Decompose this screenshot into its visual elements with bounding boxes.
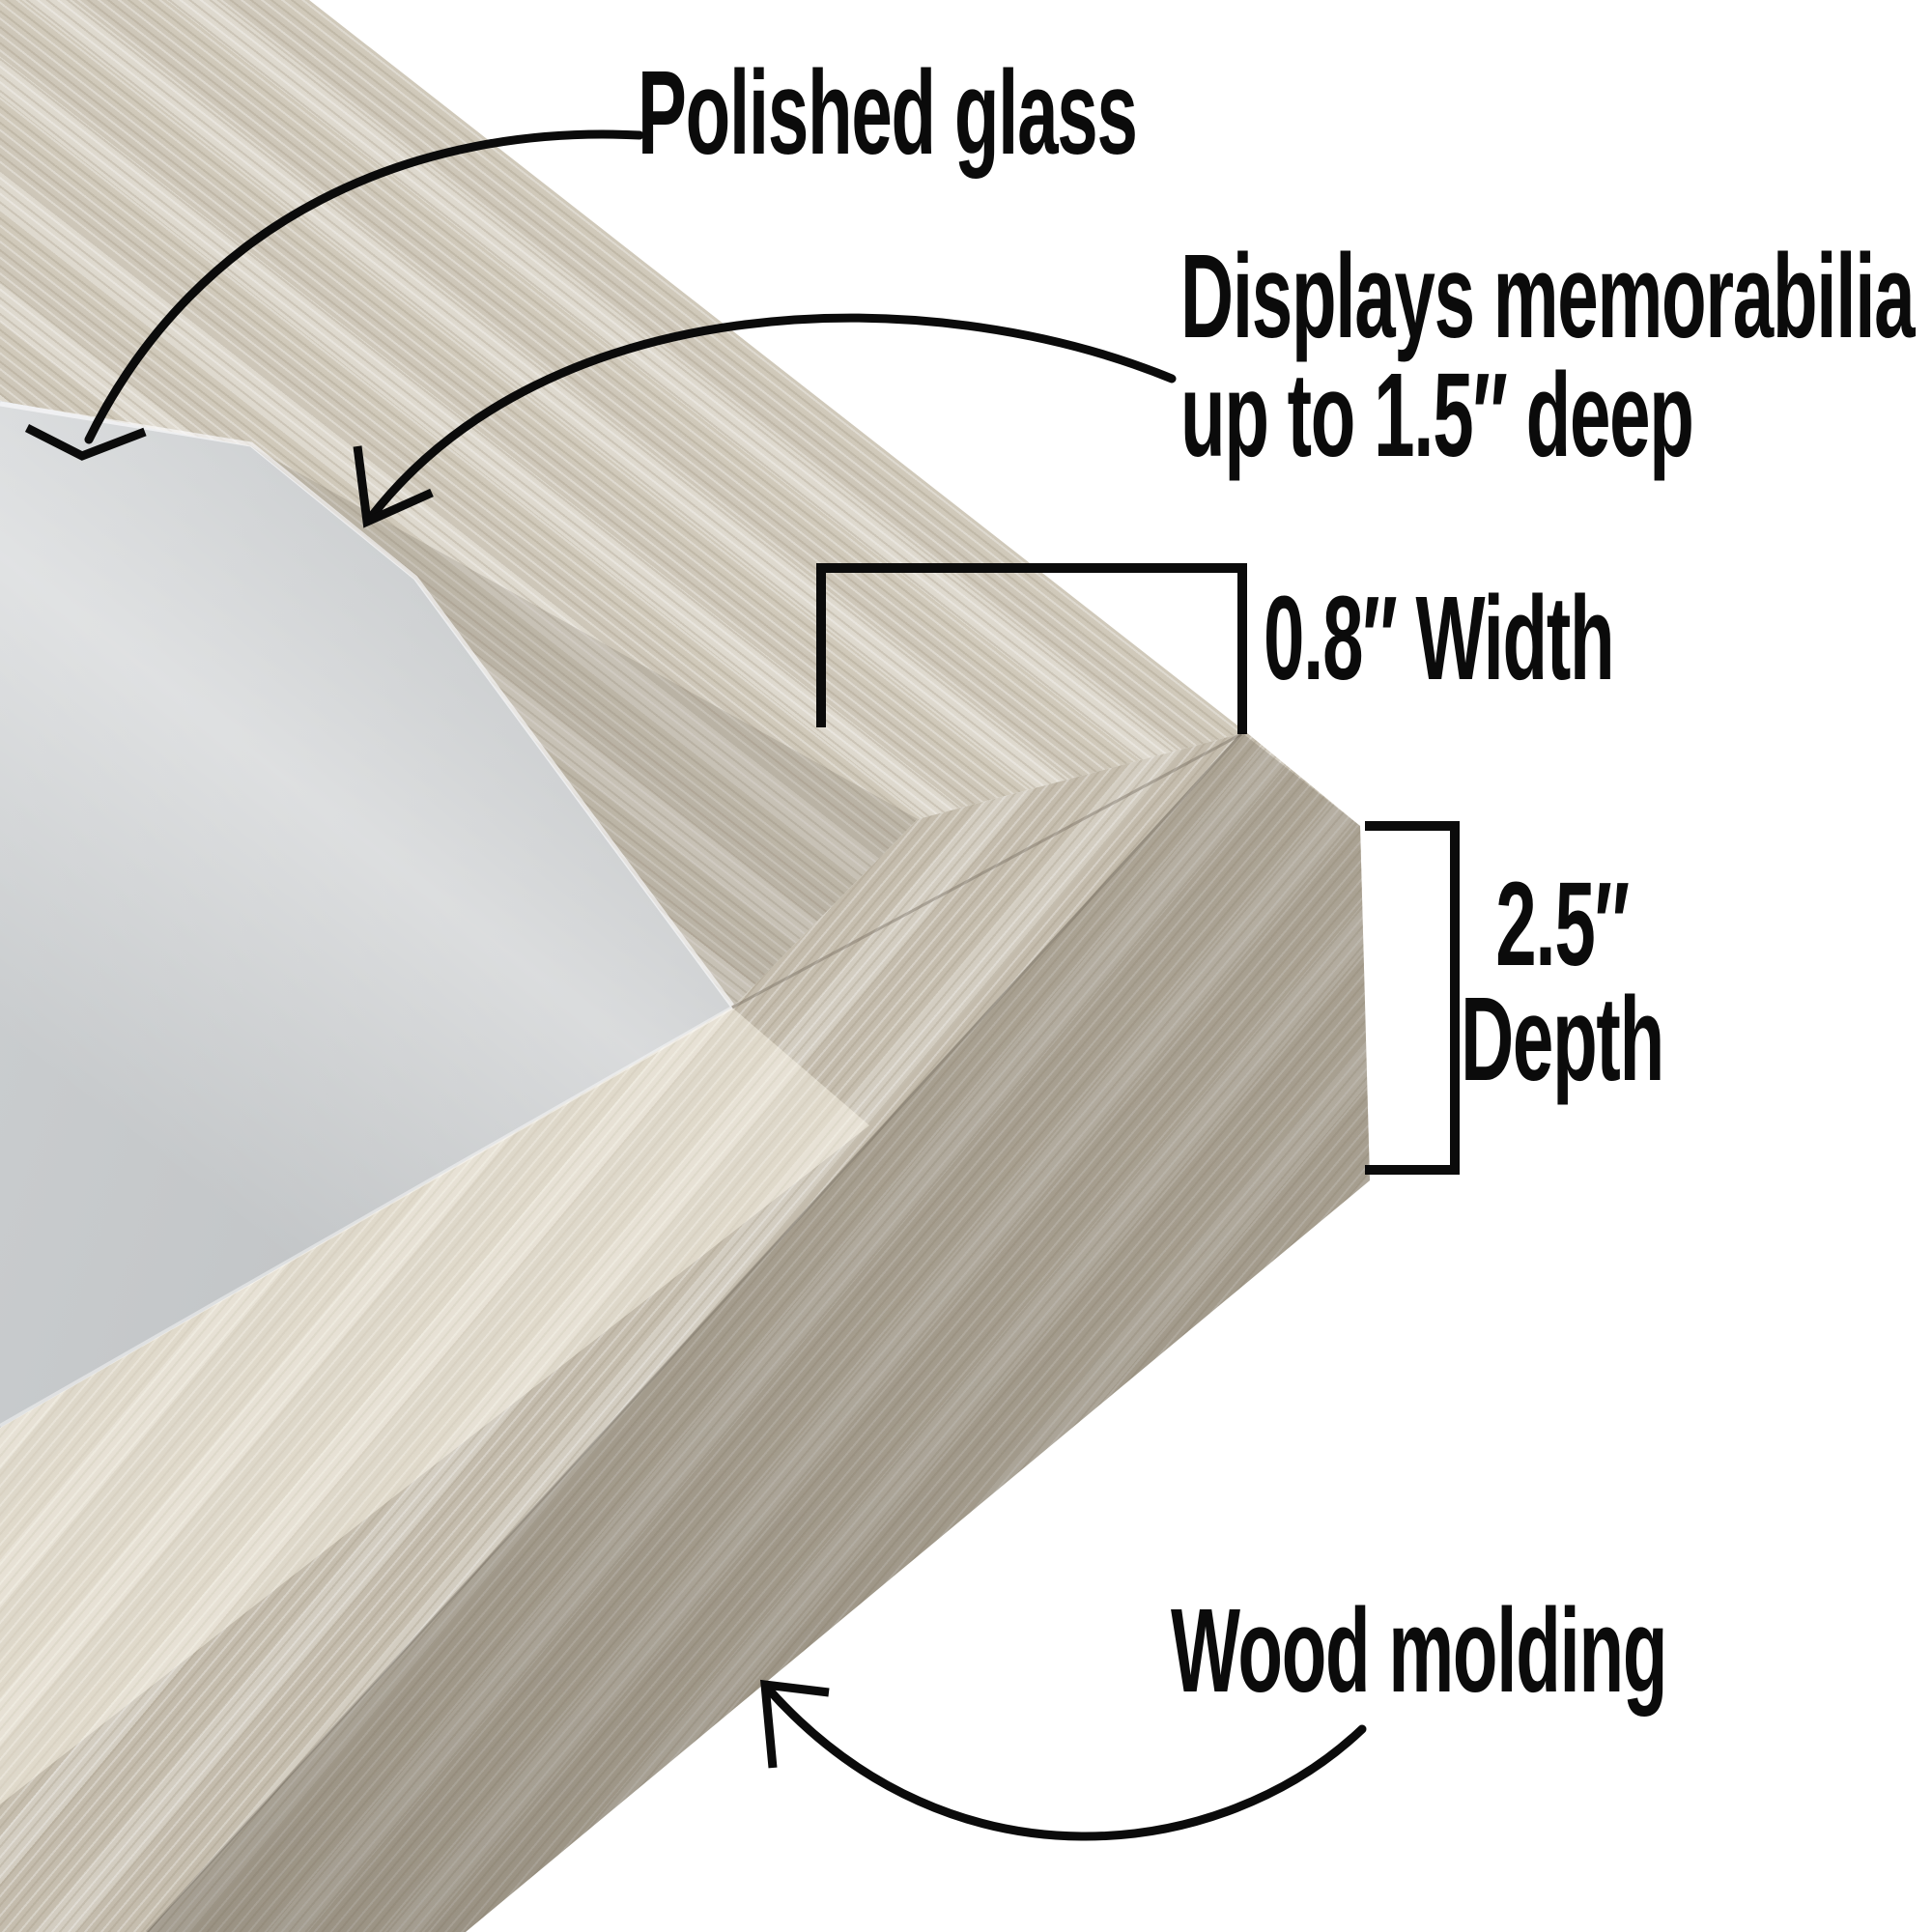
label-memorabilia: Displays memorabilia up to 1.5″ deep — [1180, 231, 1916, 482]
glass-edge-highlight-top — [0, 401, 735, 1008]
width-dimension-bracket — [816, 563, 1247, 734]
arrowhead-wood-molding-icon — [760, 1679, 830, 1769]
label-depth: 2.5″ Depth — [1431, 859, 1694, 1107]
depth-dimension-bracket — [1365, 821, 1460, 1175]
label-depth-line1: 2.5″ — [1495, 859, 1630, 991]
label-wood-molding: Wood molding — [1171, 1585, 1667, 1718]
label-memorabilia-line2: up to 1.5″ deep — [1180, 350, 1694, 482]
label-polished-glass: Polished glass — [638, 47, 1138, 180]
arrowhead-memorabilia-icon — [353, 445, 434, 528]
curved-arrow-memorabilia — [364, 313, 1177, 525]
curved-arrow-polished-glass — [84, 129, 644, 444]
label-depth-line2: Depth — [1461, 974, 1664, 1107]
miter-seam-line — [731, 732, 1242, 1009]
front-side-arris-line — [145, 732, 1243, 1932]
label-width: 0.8″ Width — [1264, 573, 1615, 705]
curved-arrow-wood-molding — [763, 1684, 1367, 1841]
arrowhead-polished-glass-icon — [24, 423, 147, 461]
label-memorabilia-line1: Displays memorabilia — [1180, 231, 1916, 363]
glass-edge-highlight-bottom — [0, 1006, 733, 1428]
